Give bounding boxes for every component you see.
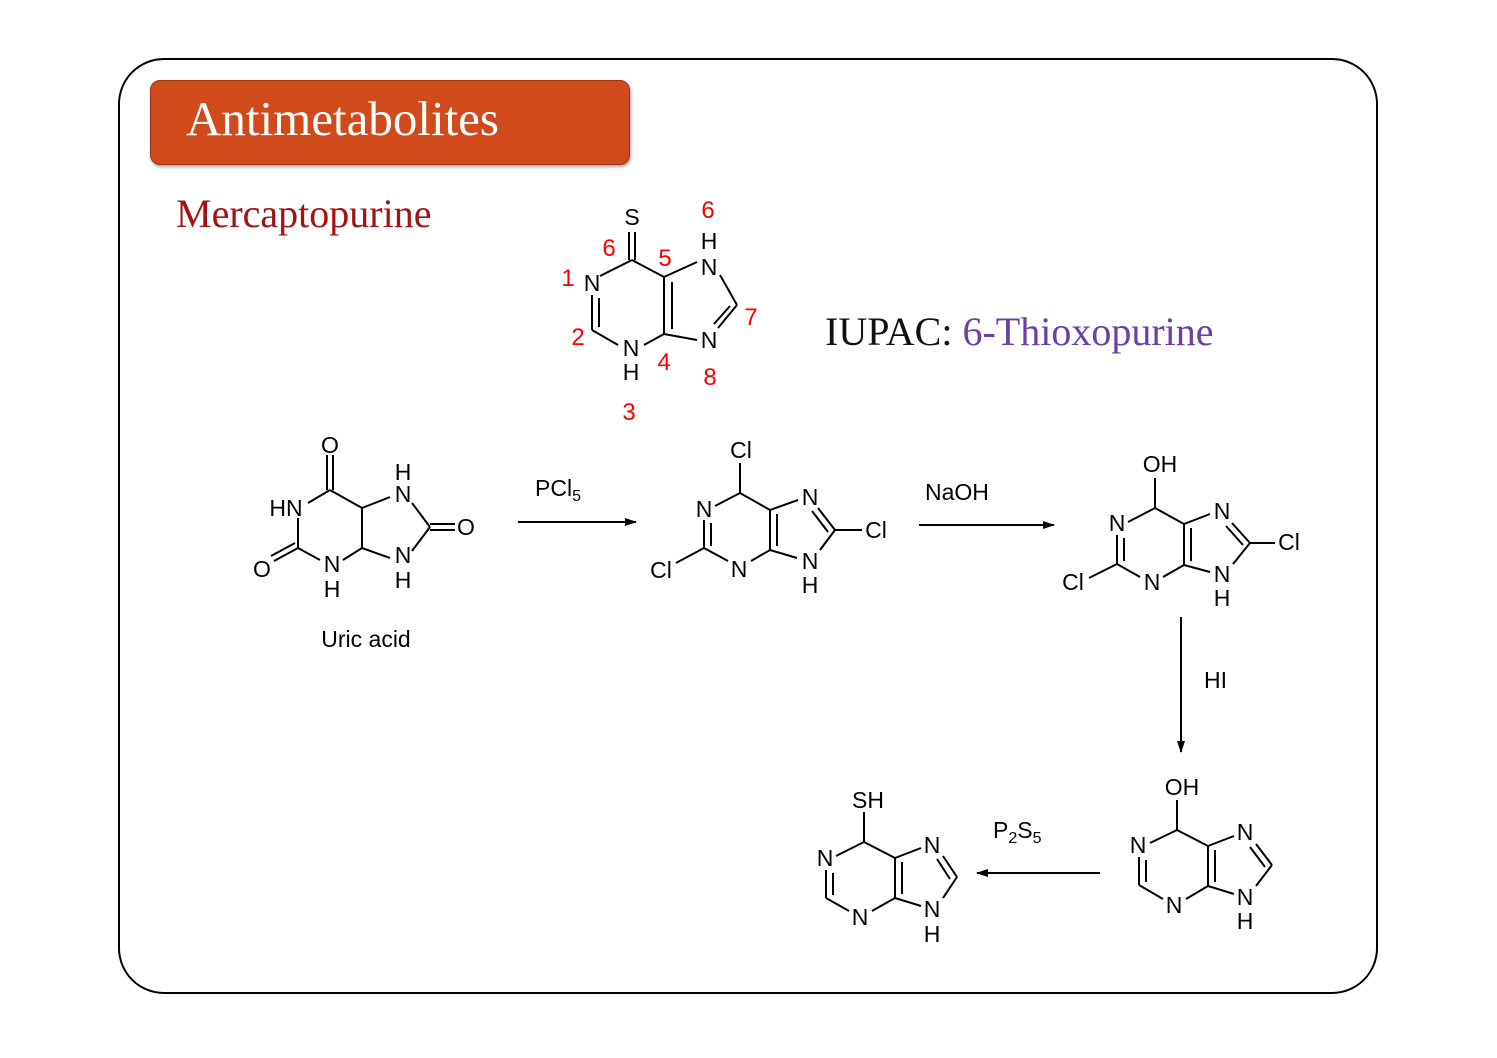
uric-atom-n9: N — [395, 542, 412, 568]
mp-atom-sh: SH — [852, 787, 884, 813]
tcp-atom-cl2: Cl — [650, 557, 672, 583]
atom-n3: N — [623, 335, 640, 361]
slide-title: Antimetabolites — [186, 91, 499, 146]
mp-atom-n9: N — [924, 896, 941, 922]
uric-atom-hn: HN — [269, 495, 302, 521]
slide-frame — [118, 58, 1378, 994]
numbered-mercaptopurine-structure: S N N H H N N 1 2 3 4 5 6 6 7 8 — [561, 197, 757, 426]
uric-atom-o-right: O — [457, 514, 475, 540]
hdcp-atom-cl8: Cl — [1278, 529, 1300, 555]
ring-number-6: 6 — [602, 235, 615, 262]
hdcp-atom-n9: N — [1214, 561, 1231, 587]
ring-number-6-top: 6 — [701, 197, 714, 224]
mercaptopurine-product-bonds — [825, 812, 958, 912]
atom-h7: H — [701, 228, 718, 254]
iupac-name-line: IUPAC: 6-Thioxopurine — [825, 308, 1214, 355]
reagent-pcl5: PCl5 — [535, 475, 581, 505]
uric-atom-n3: N — [324, 551, 341, 577]
mercaptopurine-product-structure: SH N N N N H — [817, 787, 958, 947]
uric-atom-h7: H — [395, 459, 412, 485]
hypox-atom-n3: N — [1166, 892, 1183, 918]
ring-number-2: 2 — [571, 324, 584, 351]
hypox-atom-n9: N — [1237, 884, 1254, 910]
tcp-atom-cl6: Cl — [730, 437, 752, 463]
hypoxanthine-bonds — [1138, 800, 1273, 900]
hdcp-atom-h9: H — [1214, 585, 1231, 611]
hdcp-atom-n7: N — [1214, 498, 1231, 524]
reagent-p2s5: P2S5 — [993, 817, 1042, 847]
iupac-value: 6-Thioxopurine — [962, 309, 1214, 354]
hdcp-atom-oh: OH — [1143, 451, 1178, 477]
atom-n1: N — [584, 270, 601, 296]
tcp-atom-h9: H — [802, 572, 819, 598]
uric-atom-n7: N — [395, 481, 412, 507]
hypox-atom-h9: H — [1237, 908, 1254, 934]
ring-number-4: 4 — [657, 349, 670, 376]
hdcp-atom-n1: N — [1109, 510, 1126, 536]
atom-s: S — [624, 204, 639, 230]
mp-atom-n3: N — [852, 904, 869, 930]
tcp-atom-n1: N — [696, 496, 713, 522]
uric-atom-h9: H — [395, 567, 412, 593]
ring-number-1: 1 — [561, 265, 574, 292]
hypox-atom-oh: OH — [1165, 774, 1200, 800]
hdcp-atom-n3: N — [1144, 569, 1161, 595]
mp-atom-n1: N — [817, 845, 834, 871]
ring-number-3: 3 — [622, 399, 635, 426]
uric-acid-bonds — [270, 455, 455, 562]
uric-acid-caption: Uric acid — [321, 626, 410, 652]
title-bar — [150, 80, 630, 165]
uric-atom-o-left: O — [253, 556, 271, 582]
mp-atom-h9: H — [924, 921, 941, 947]
ring-number-8: 8 — [703, 364, 716, 391]
tcp-atom-n3: N — [731, 556, 748, 582]
hydroxy-dichloropurine-bonds — [1088, 478, 1275, 579]
reagent-naoh: NaOH — [925, 479, 989, 505]
uric-acid-structure: O HN H N O O N H N H Uric acid — [253, 432, 475, 652]
ring-number-7: 7 — [744, 304, 757, 331]
atom-h3: H — [623, 359, 640, 385]
ring-number-5: 5 — [658, 245, 671, 272]
tcp-atom-cl8: Cl — [865, 517, 887, 543]
tcp-atom-n9: N — [802, 548, 819, 574]
hypox-atom-n1: N — [1130, 832, 1147, 858]
tcp-atom-n7: N — [802, 484, 819, 510]
atom-n9: N — [701, 327, 718, 353]
reagent-hi: HI — [1204, 667, 1227, 693]
atom-n7: N — [701, 254, 718, 280]
trichloropurine-structure: Cl N N Cl Cl N N H — [650, 437, 887, 598]
hdcp-atom-cl2: Cl — [1062, 569, 1084, 595]
hydroxy-dichloropurine-structure: OH N N Cl Cl N N H — [1062, 451, 1300, 611]
hypoxanthine-structure: OH N N N N H — [1130, 774, 1273, 934]
trichloropurine-bonds — [675, 463, 862, 564]
hypox-atom-n7: N — [1237, 819, 1254, 845]
uric-atom-h3: H — [324, 576, 341, 602]
drug-name: Mercaptopurine — [176, 191, 432, 236]
iupac-label: IUPAC: — [825, 309, 953, 354]
numbered-structure-bonds — [591, 232, 738, 346]
mp-atom-n7: N — [924, 832, 941, 858]
uric-atom-o-top: O — [321, 432, 339, 458]
